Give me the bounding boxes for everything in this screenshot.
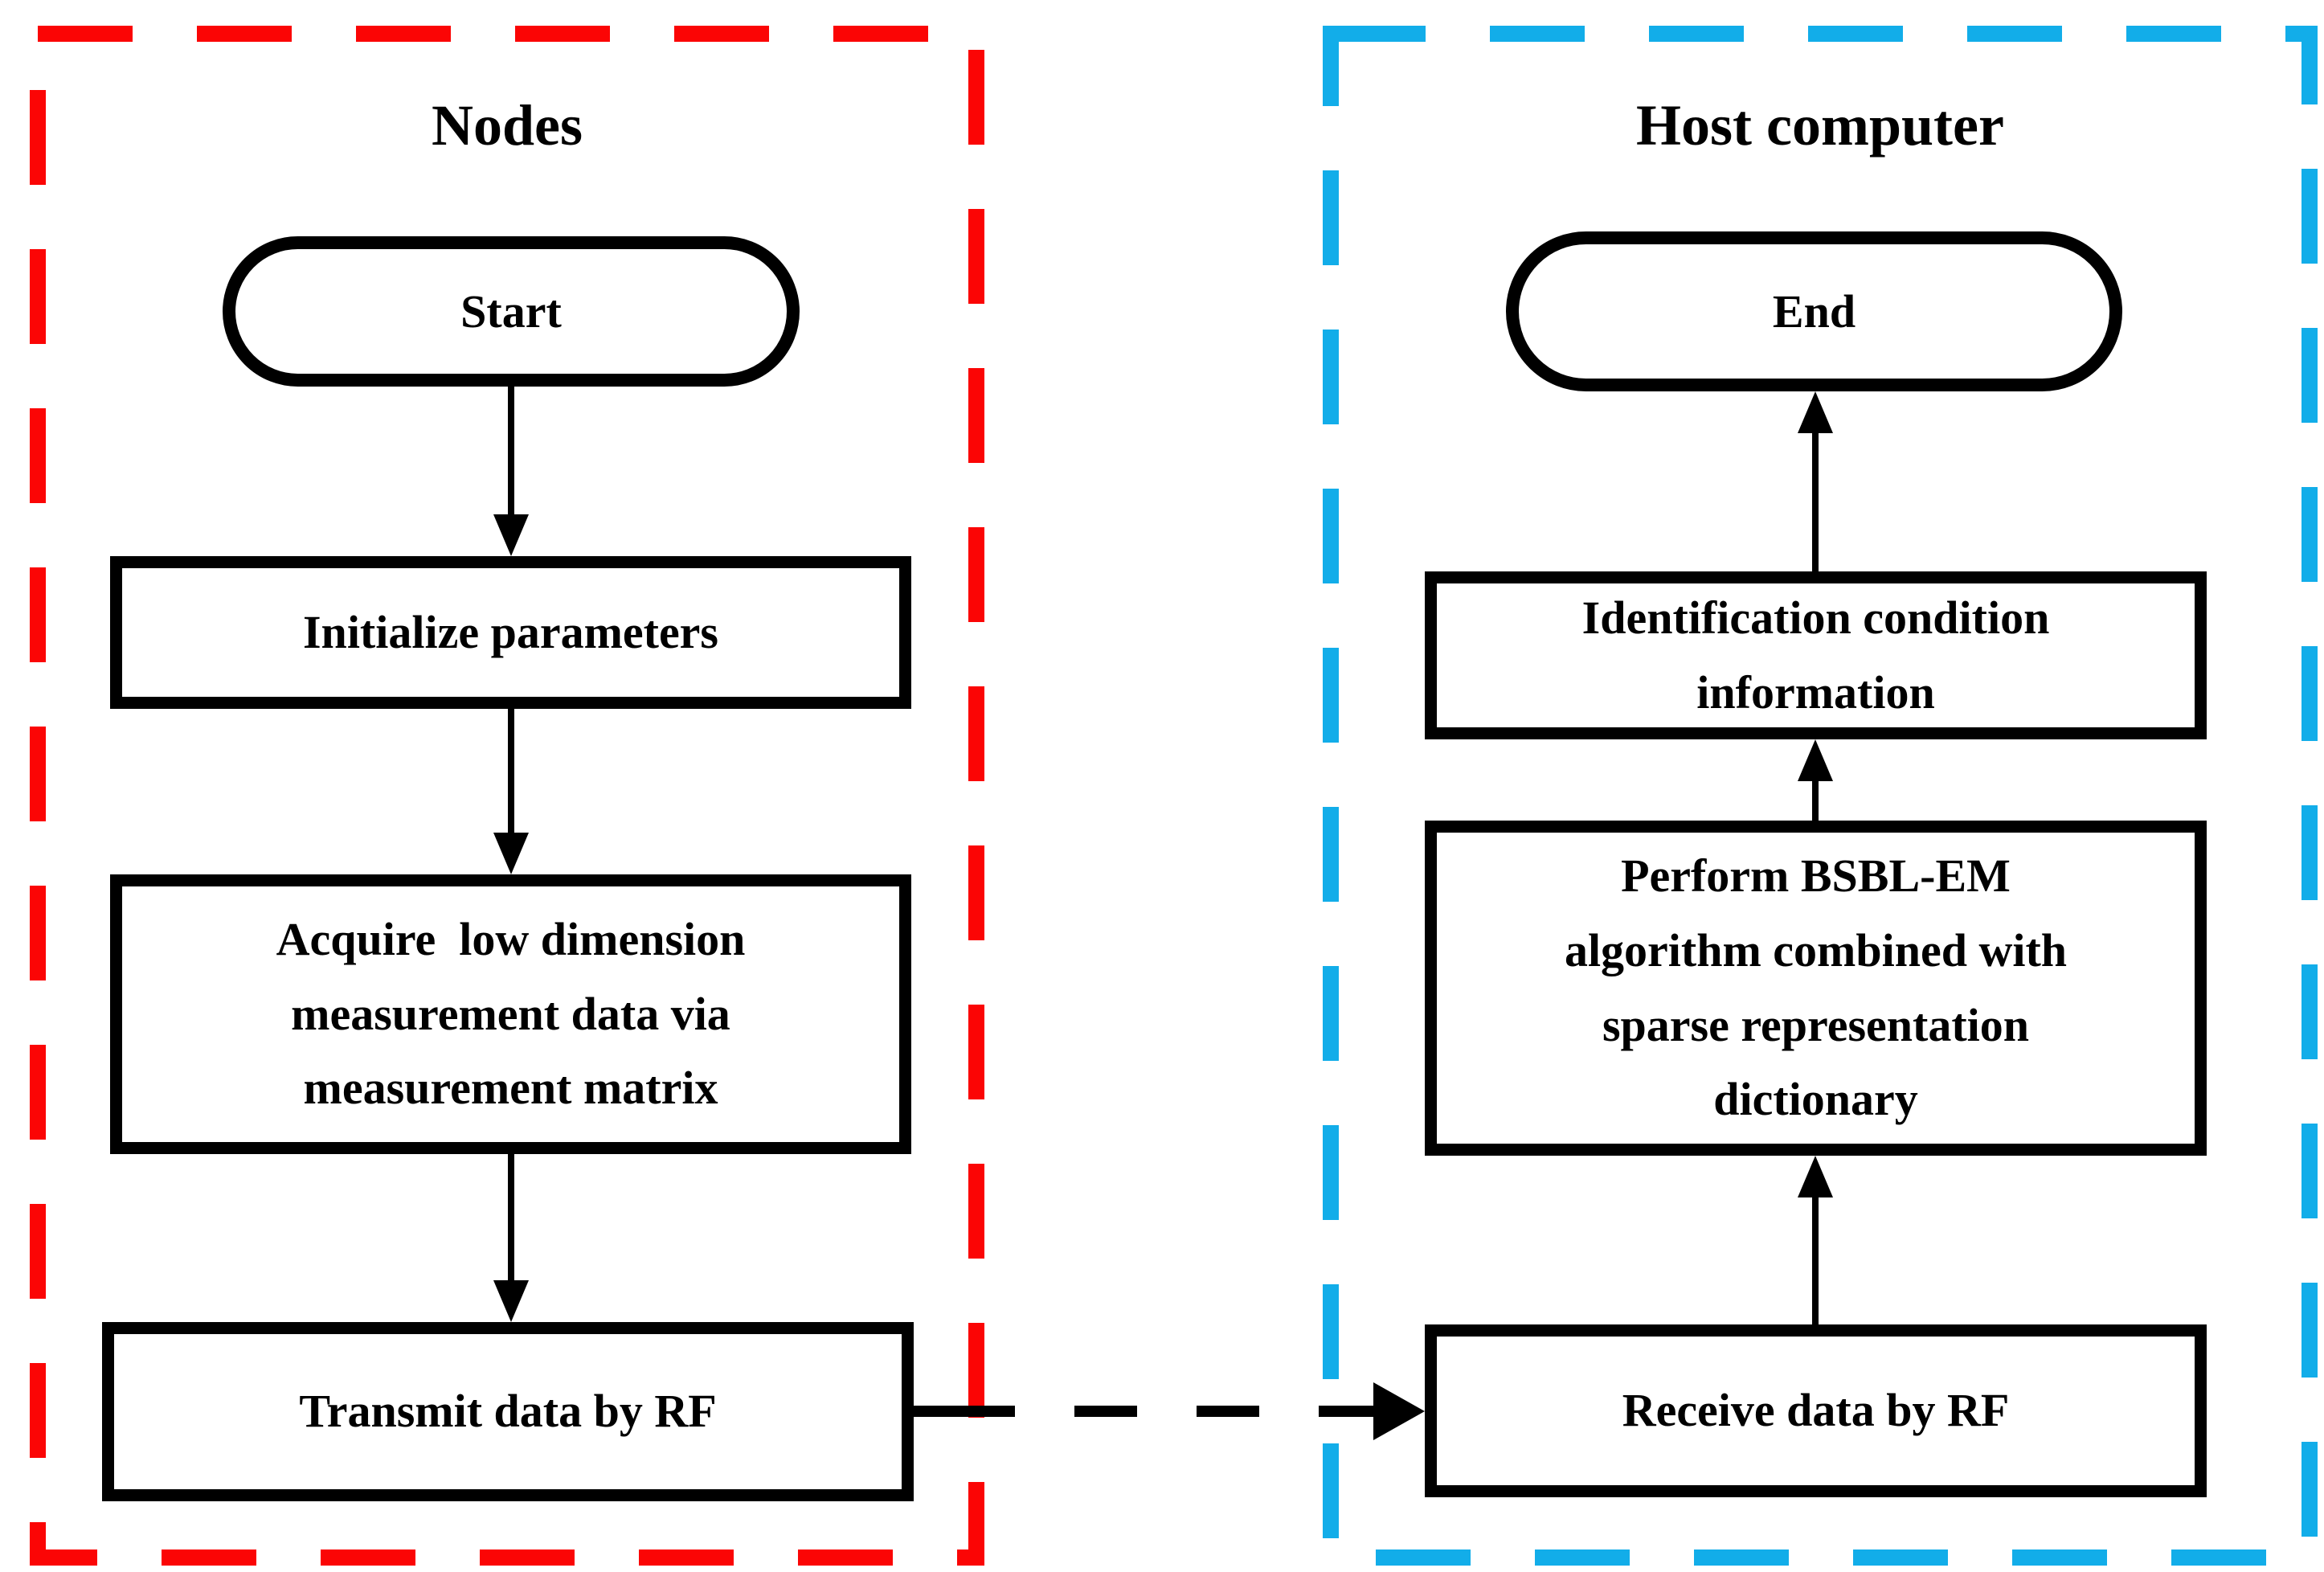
identification-information-label: Identification condition information xyxy=(1581,591,2050,718)
perform-bsbl-em-label: Perform BSBL-EM algorithm combined with … xyxy=(1564,849,2068,1126)
nodes-panel-title: Nodes xyxy=(431,93,583,158)
arrow-perform-to-identification-shaft xyxy=(1812,780,1819,821)
transmit-data-box: Transmit data by RF xyxy=(102,1322,914,1501)
arrow-start-to-initialize-head xyxy=(493,514,529,556)
acquire-measurement-box: Acquire low dimension measurement data v… xyxy=(110,874,911,1154)
initialize-parameters-box: Initialize parameters xyxy=(110,556,911,709)
arrow-receive-to-perform-head xyxy=(1798,1156,1833,1197)
arrow-acquire-to-transmit-shaft xyxy=(508,1154,514,1281)
arrow-identification-to-end-shaft xyxy=(1812,432,1819,571)
end-terminal: End xyxy=(1506,231,2122,391)
end-label: End xyxy=(1772,285,1856,338)
dashed-arrow-stub xyxy=(914,1406,952,1417)
arrow-receive-to-perform-shaft xyxy=(1812,1197,1819,1324)
host-panel-title: Host computer xyxy=(1636,93,2004,158)
arrow-acquire-to-transmit-head xyxy=(493,1280,529,1322)
arrow-identification-to-end-head xyxy=(1798,391,1833,433)
perform-bsbl-em-box: Perform BSBL-EM algorithm combined with … xyxy=(1425,821,2207,1156)
arrow-perform-to-identification-head xyxy=(1798,739,1833,781)
dashed-arrow-head xyxy=(1373,1382,1425,1440)
acquire-measurement-label: Acquire low dimension measurement data v… xyxy=(276,912,746,1115)
identification-information-box: Identification condition information xyxy=(1425,571,2207,739)
start-terminal: Start xyxy=(223,236,800,387)
transmit-data-label: Transmit data by RF xyxy=(299,1385,717,1438)
receive-data-label: Receive data by RF xyxy=(1622,1384,2010,1437)
initialize-parameters-label: Initialize parameters xyxy=(302,605,718,658)
receive-data-box: Receive data by RF xyxy=(1425,1324,2207,1497)
arrow-initialize-to-acquire-shaft xyxy=(508,709,514,833)
arrow-initialize-to-acquire-head xyxy=(493,833,529,874)
arrow-start-to-initialize-shaft xyxy=(508,387,514,515)
dashed-arrow-line xyxy=(952,1406,1373,1417)
start-label: Start xyxy=(460,285,562,338)
